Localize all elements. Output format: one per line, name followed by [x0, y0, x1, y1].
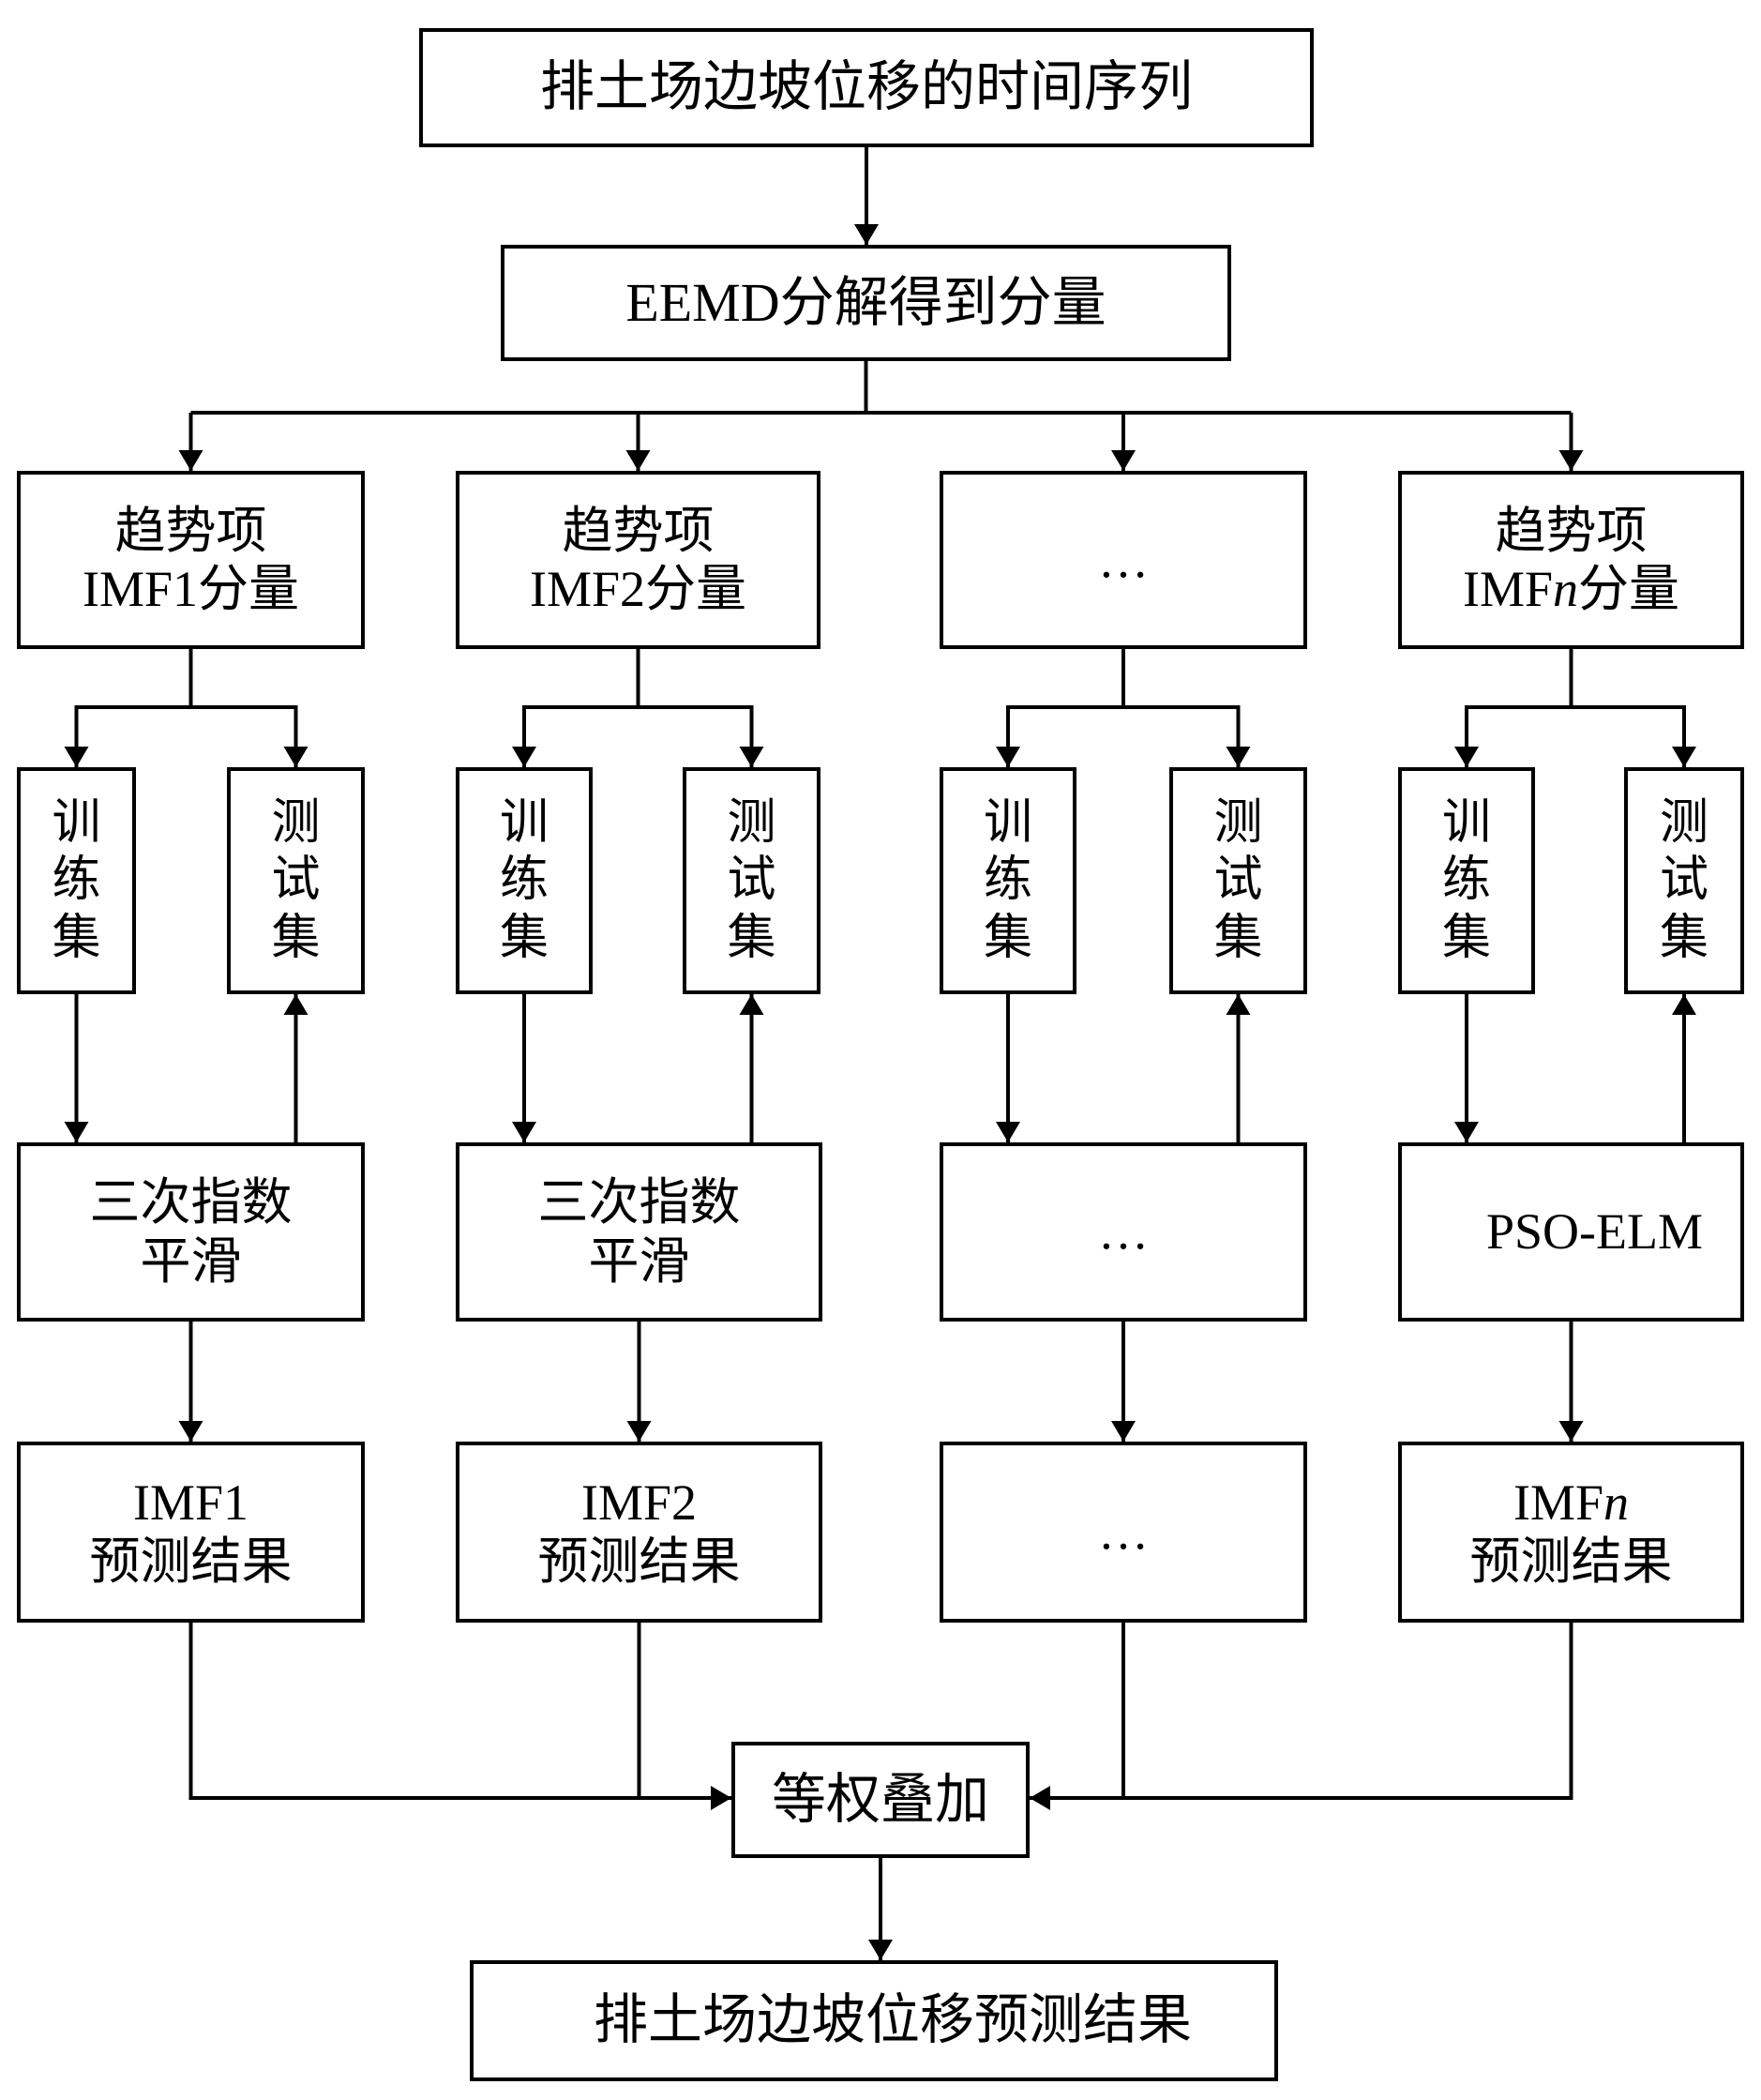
imf-prefix: IMF [1462, 561, 1554, 617]
node-model-triple-exponential-smoothing: 三次指数 平滑 [456, 1142, 822, 1322]
node-training-set: 训 练 集 [456, 767, 593, 994]
connector-c2-to-te2 [636, 649, 764, 767]
node-test-set: 测 试 集 [227, 767, 365, 994]
connector-c2-to-tr2 [512, 649, 640, 767]
node-label-line: IMF2 [580, 1474, 698, 1532]
ellipsis-label: … [1098, 1503, 1149, 1561]
node-training-set: 训 练 集 [940, 767, 1076, 994]
node-label-line: IMFn [1513, 1473, 1629, 1532]
label-char: 练 [983, 854, 1032, 908]
label-char: 试 [1659, 854, 1708, 908]
node-label-line: IMFn分量 [1463, 560, 1679, 618]
connector-group [64, 147, 1696, 1960]
node-label-line: 趋势项 [114, 502, 267, 559]
imf-index-n: n [1553, 561, 1579, 617]
node-training-set: 训 练 集 [17, 767, 136, 994]
label-char: 测 [1213, 795, 1263, 850]
label-char: 测 [727, 795, 776, 850]
label-char: 试 [727, 854, 776, 908]
ellipsis-label: … [1098, 531, 1149, 588]
node-time-series: 排土场边坡位移的时间序列 [419, 28, 1314, 147]
node-model-ellipsis: … [940, 1142, 1307, 1322]
imf-prefix: IMF [1513, 1474, 1604, 1532]
connector-c1-to-te1 [188, 649, 309, 767]
node-label-line: 预测结果 [1469, 1533, 1673, 1590]
node-label-line: IMF1分量 [82, 561, 300, 617]
node-label: PSO-ELM [1485, 1203, 1704, 1261]
label-char: 集 [727, 911, 776, 965]
label-char: 训 [1441, 795, 1491, 850]
connector-r1-to-sum [188, 1623, 731, 1810]
node-test-set: 测 试 集 [1624, 767, 1744, 994]
node-label: EEMD分解得到分量 [625, 271, 1106, 333]
node-result-imfn: IMFn 预测结果 [1398, 1442, 1744, 1623]
label-char: 试 [1213, 854, 1263, 908]
label-char: 集 [1213, 911, 1263, 965]
node-result-ellipsis: … [940, 1442, 1307, 1623]
node-label-line: 平滑 [140, 1232, 242, 1290]
imf-index-n: n [1603, 1474, 1630, 1532]
connector-c4-to-tr4 [1454, 649, 1573, 767]
label-char: 集 [271, 911, 321, 965]
label-char: 测 [1659, 795, 1708, 850]
label-char: 集 [983, 911, 1032, 965]
connector-r4-to-sum [1030, 1623, 1573, 1810]
label-char: 集 [52, 911, 101, 965]
node-equal-weight-superposition: 等权叠加 [731, 1742, 1030, 1858]
node-label-line: 预测结果 [89, 1533, 293, 1590]
node-label-line: 预测结果 [537, 1533, 741, 1590]
label-char: 练 [499, 854, 549, 908]
label-char: 训 [499, 795, 549, 850]
node-label: 等权叠加 [771, 1768, 989, 1830]
node-label: 排土场边坡位移的时间序列 [539, 56, 1193, 118]
node-eemd-decomposition: EEMD分解得到分量 [501, 245, 1231, 361]
node-component-imfn: 趋势项 IMFn分量 [1398, 471, 1744, 649]
label-char: 测 [271, 795, 321, 850]
node-label-line: IMF2分量 [529, 561, 747, 617]
label-char: 训 [52, 795, 101, 850]
node-label-line: IMF1 [132, 1474, 249, 1532]
label-char: 试 [271, 854, 321, 908]
label-char: 集 [1659, 911, 1708, 965]
node-component-ellipsis: … [940, 471, 1307, 649]
node-label-line: 趋势项 [562, 502, 715, 559]
node-final-prediction: 排土场边坡位移预测结果 [470, 1960, 1278, 2081]
node-result-imf1: IMF1 预测结果 [17, 1442, 365, 1623]
node-test-set: 测 试 集 [1169, 767, 1307, 994]
node-test-set: 测 试 集 [683, 767, 820, 994]
node-label-line: 三次指数 [89, 1174, 293, 1231]
component-suffix: 分量 [1578, 561, 1680, 617]
node-label-line: 三次指数 [537, 1174, 741, 1231]
connector-c4-to-te4 [1569, 649, 1696, 767]
node-training-set: 训 练 集 [1398, 767, 1535, 994]
node-label-line: 趋势项 [1495, 502, 1648, 559]
node-model-triple-exponential-smoothing: 三次指数 平滑 [17, 1142, 365, 1322]
label-char: 练 [52, 854, 101, 908]
node-component-imf2: 趋势项 IMF2分量 [456, 471, 820, 649]
connector-c3-to-te3 [1121, 649, 1251, 767]
label-char: 集 [1441, 911, 1491, 965]
node-label-line: 平滑 [588, 1232, 690, 1290]
label-char: 集 [499, 911, 549, 965]
connector-c3-to-tr3 [996, 649, 1125, 767]
label-char: 练 [1441, 854, 1491, 908]
connector-c1-to-tr1 [64, 649, 193, 767]
label-char: 训 [983, 795, 1032, 850]
node-result-imf2: IMF2 预测结果 [456, 1442, 822, 1623]
node-label: 排土场边坡位移预测结果 [593, 1989, 1192, 2051]
node-model-pso-elm: PSO-ELM [1398, 1142, 1744, 1322]
ellipsis-label: … [1098, 1203, 1149, 1261]
node-component-imf1: 趋势项 IMF1分量 [17, 471, 365, 649]
